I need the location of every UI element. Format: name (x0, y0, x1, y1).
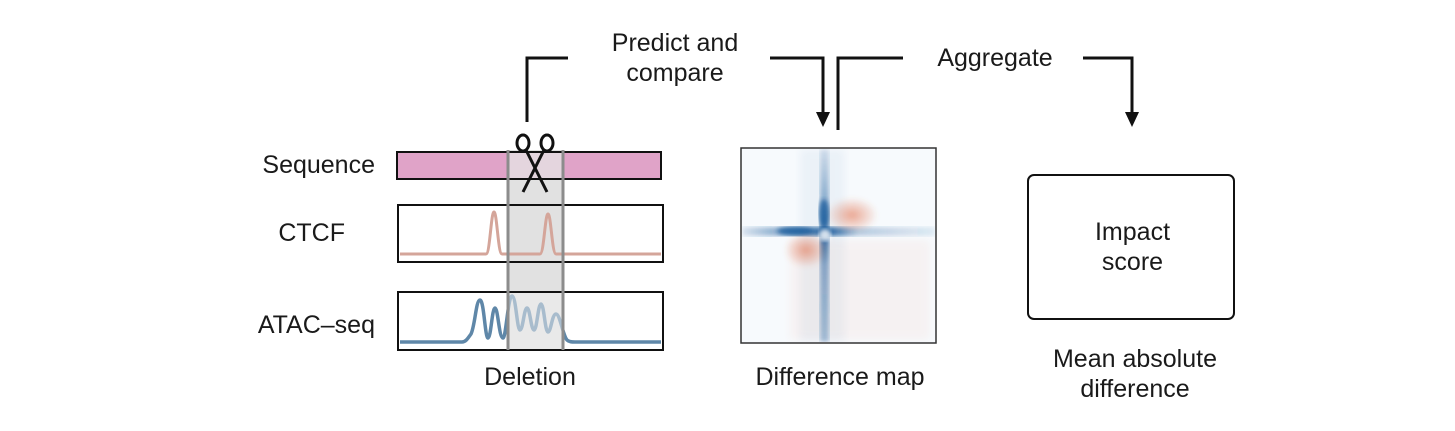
heatmap-white-center (819, 229, 831, 241)
impact-label-line1: Impact (1094, 218, 1171, 246)
heatmap-blue-center (819, 199, 829, 227)
ctcf-signal-line (400, 210, 661, 256)
heatmap-red-lower-left (784, 232, 828, 268)
atac-label: ATAC–seq (257, 311, 375, 339)
mean-label-line2: difference (1080, 375, 1190, 403)
sequence-label: Sequence (262, 151, 375, 179)
predict-label-line2: compare (626, 59, 724, 87)
mean-absolute-difference-label: Mean absolute difference (1010, 344, 1260, 404)
predict-label-line1: Predict and (611, 29, 739, 57)
predict-right-path (770, 56, 825, 112)
mean-label-line1: Mean absolute (1052, 345, 1217, 373)
atac-deleted-overlay (509, 293, 562, 349)
aggregate-connector (836, 56, 1134, 130)
scissors-icon (515, 133, 555, 193)
deletion-label: Deletion (484, 363, 576, 391)
aggregate-label: Aggregate (937, 44, 1053, 72)
heatmap-red-upper-right (826, 197, 878, 233)
aggregate-left-bracket (836, 56, 903, 130)
atac-track-box (397, 291, 664, 351)
aggregate-right-path (1083, 56, 1134, 112)
heatmap-blue-horizontal-stripe (742, 227, 935, 236)
difference-map-label: Difference map (755, 363, 925, 391)
difference-map (740, 147, 937, 344)
ctcf-label: CTCF (278, 219, 345, 247)
predict-left-bracket (525, 56, 568, 122)
heatmap-blue-left-dark (777, 227, 813, 235)
impact-score-label: Impact score (1030, 217, 1235, 277)
impact-label-line2: score (1101, 248, 1164, 276)
predict-compare-label: Predict and compare (570, 28, 780, 88)
predict-arrow-head (816, 112, 830, 127)
predict-compare-connector (525, 56, 825, 122)
ctcf-track-box (397, 204, 664, 263)
aggregate-arrow-head (1125, 112, 1139, 127)
impact-score-box (1027, 174, 1235, 320)
